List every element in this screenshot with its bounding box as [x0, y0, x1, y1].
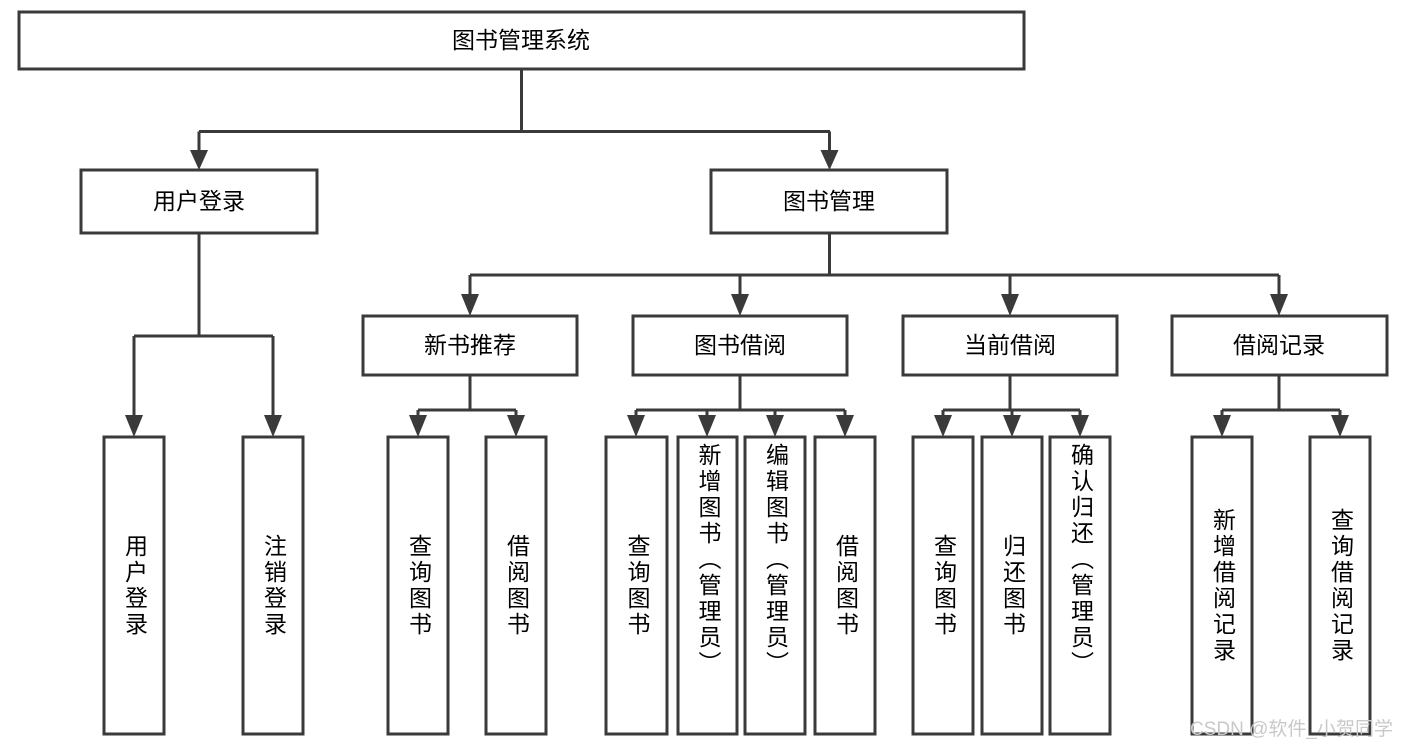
node-borrow-record-box[interactable] [1170, 314, 1389, 377]
arrow-head-leaf-query-borrow-record [1331, 415, 1349, 437]
node-leaf-return-book-box[interactable] [980, 435, 1044, 736]
arrow-head-leaf-add-book-admin [698, 415, 716, 437]
connector-layer [125, 69, 1349, 437]
node-leaf-confirm-return-admin-box[interactable] [1048, 435, 1112, 736]
arrow-head-current-borrow [1001, 294, 1019, 316]
arrow-head-leaf-borrow-book-2 [836, 415, 854, 437]
arrow-head-borrow-record [1270, 294, 1288, 316]
arrow-head-user-login [190, 150, 208, 170]
arrow-head-leaf-edit-book-admin [766, 415, 784, 437]
arrow-head-leaf-borrow-book-1 [507, 415, 525, 437]
arrow-head-leaf-query-book-3 [934, 415, 952, 437]
node-book-manage-box[interactable] [709, 168, 949, 235]
node-leaf-borrow-book-2-box[interactable] [813, 435, 877, 736]
node-current-borrow-box[interactable] [901, 314, 1119, 377]
node-book-borrow-label: 图书借阅 [694, 332, 786, 358]
node-leaf-user-login-box[interactable] [102, 435, 166, 736]
node-new-book-rec-box[interactable] [361, 314, 579, 377]
node-leaf-query-book-2-box[interactable] [604, 435, 669, 736]
arrow-head-book-manage [820, 150, 839, 170]
arrow-head-leaf-return-book [1003, 415, 1021, 437]
arrow-head-leaf-add-borrow-record [1213, 415, 1231, 437]
node-root-label: 图书管理系统 [452, 27, 590, 53]
node-current-borrow-label: 当前借阅 [964, 332, 1056, 358]
node-root-box[interactable] [17, 10, 1026, 71]
arrow-head-leaf-logout-login [264, 415, 282, 437]
node-leaf-query-book-3-box[interactable] [911, 435, 975, 736]
node-leaf-add-borrow-record-box[interactable] [1190, 435, 1254, 736]
node-leaf-add-book-admin-box[interactable] [676, 435, 739, 736]
node-layer: 图书管理系统 用户登录 图书管理 新书推荐 图书借阅 当前借阅 借阅记录 [17, 10, 1389, 736]
arrow-head-book-borrow [731, 294, 749, 316]
csdn-watermark: CSDN @软件_小贺同学 [1190, 719, 1393, 740]
node-new-book-rec-label: 新书推荐 [424, 332, 516, 358]
arrow-head-leaf-query-book-2 [627, 415, 645, 437]
node-book-borrow-box[interactable] [631, 314, 849, 377]
arrow-head-new-book-rec [461, 294, 479, 316]
node-leaf-query-borrow-record-box[interactable] [1308, 435, 1372, 736]
arrow-head-leaf-confirm-return-admin [1071, 415, 1089, 437]
node-leaf-query-book-1-box[interactable] [386, 435, 450, 736]
node-user-login-box[interactable] [79, 168, 319, 235]
node-leaf-borrow-book-1-box[interactable] [484, 435, 548, 736]
arrow-head-leaf-query-book-1 [409, 415, 427, 437]
node-leaf-edit-book-admin-box[interactable] [743, 435, 807, 736]
node-book-manage-label: 图书管理 [783, 188, 875, 214]
node-leaf-logout-login-box[interactable] [241, 435, 305, 736]
node-borrow-record-label: 借阅记录 [1233, 332, 1325, 358]
arrow-head-leaf-user-login [125, 415, 143, 437]
node-user-login-label: 用户登录 [153, 188, 245, 214]
